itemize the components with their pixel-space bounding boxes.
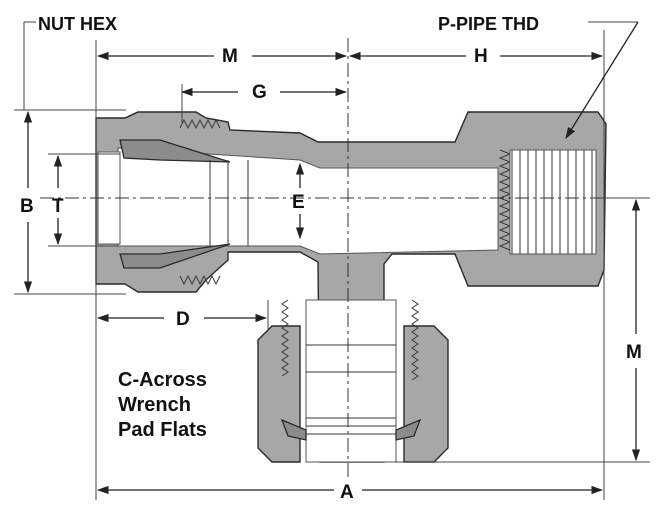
across-flats-label-line3: Pad Flats [118,419,207,441]
dimension-t-label: T [52,196,64,217]
dimension-h-label: H [474,46,488,67]
dimension-m-right-label: M [626,342,642,363]
fitting-body [95,111,607,463]
dimension-b-label: B [20,196,34,217]
dimension-g-label: G [252,82,267,103]
extension-lines [14,21,650,500]
pipe-thread-label: P-PIPE THD [438,14,539,34]
dimension-d-label: D [176,309,190,330]
nut-hex-label: NUT HEX [38,14,117,34]
dimension-e-label: E [292,192,305,213]
dimension-a-label: A [340,482,354,503]
dimension-lines [23,21,641,495]
across-flats-label-line1: C-Across [118,369,207,391]
across-flats-label-line2: Wrench [118,394,191,416]
dimension-m-top-label: M [222,46,238,67]
